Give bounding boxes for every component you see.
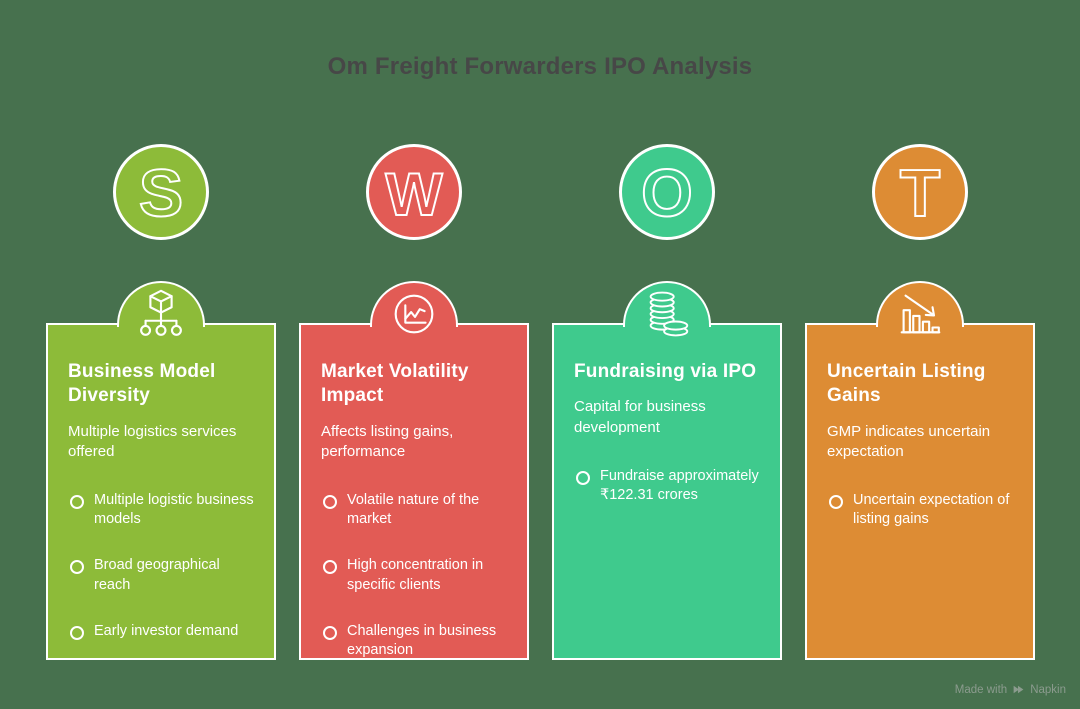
bullet-item: Volatile nature of the market bbox=[321, 491, 507, 529]
cube-network-icon bbox=[140, 289, 182, 336]
svg-text:W: W bbox=[385, 160, 443, 228]
bullet-item: Challenges in business expansion bbox=[321, 622, 507, 660]
letter-t-outline-icon: T bbox=[899, 156, 942, 232]
declining-bar-chart-icon bbox=[900, 294, 941, 334]
strengths-card: Business Model Diversity Multiple logist… bbox=[46, 281, 276, 660]
bullet-list: Fundraise approximately ₹122.31 crores bbox=[574, 467, 760, 505]
coin-stack-icon bbox=[649, 291, 689, 337]
column-weaknesses: W Market Volatility Impact Affects listi… bbox=[299, 144, 529, 660]
threats-card: Uncertain Listing Gains GMP indicates un… bbox=[805, 281, 1035, 660]
opportunities-card: Fundraising via IPO Capital for business… bbox=[552, 281, 782, 660]
column-threats: T Uncertain Listing Gains GMP indicates … bbox=[805, 144, 1035, 660]
card-title: Business Model Diversity bbox=[68, 361, 216, 407]
opportunities-letter-badge: O bbox=[619, 144, 715, 240]
svg-text:T: T bbox=[900, 157, 941, 231]
bullet-item: Early investor demand bbox=[68, 622, 254, 641]
svg-text:S: S bbox=[139, 157, 183, 231]
line-chart-icon bbox=[394, 294, 434, 334]
card-title: Fundraising via IPO bbox=[574, 361, 757, 382]
bullet-item: Multiple logistic business models bbox=[68, 491, 254, 529]
card-title: Market Volatility Impact bbox=[321, 361, 469, 407]
letter-w-outline-icon: W bbox=[384, 159, 444, 229]
card-subtitle: Capital for business development bbox=[574, 398, 706, 436]
bullet-item: Fundraise approximately ₹122.31 crores bbox=[574, 467, 760, 505]
strengths-letter-badge: S bbox=[113, 144, 209, 240]
card-title: Uncertain Listing Gains bbox=[827, 361, 986, 407]
svg-text:O: O bbox=[641, 157, 693, 231]
bullet-item: Broad geographical reach bbox=[68, 556, 254, 594]
column-strengths: S Business Model Dive bbox=[46, 144, 276, 660]
card-subtitle: Multiple logistics services offered bbox=[68, 422, 237, 460]
attribution: Made with Napkin bbox=[955, 683, 1066, 696]
page-title: Om Freight Forwarders IPO Analysis bbox=[327, 53, 753, 80]
weaknesses-card: Market Volatility Impact Affects listing… bbox=[299, 281, 529, 660]
weaknesses-letter-badge: W bbox=[366, 144, 462, 240]
bullet-item: Uncertain expectation of listing gains bbox=[827, 491, 1013, 529]
made-with-label: Made with bbox=[954, 683, 1008, 696]
column-opportunities: O Fundraising via IPO Capital for busine… bbox=[552, 144, 782, 660]
card-subtitle: GMP indicates uncertain expectation bbox=[827, 422, 991, 460]
swot-columns: S Business Model Dive bbox=[46, 144, 1035, 660]
bullet-item: High concentration in specific clients bbox=[321, 556, 507, 594]
napkin-logo-icon bbox=[1013, 685, 1024, 694]
card-subtitle: Affects listing gains, performance bbox=[321, 422, 454, 460]
bullet-list: Uncertain expectation of listing gains bbox=[827, 491, 1013, 529]
letter-s-outline-icon: S bbox=[138, 156, 184, 232]
letter-o-outline-icon: O bbox=[640, 156, 694, 232]
brand-label: Napkin bbox=[1030, 683, 1066, 696]
threats-letter-badge: T bbox=[872, 144, 968, 240]
